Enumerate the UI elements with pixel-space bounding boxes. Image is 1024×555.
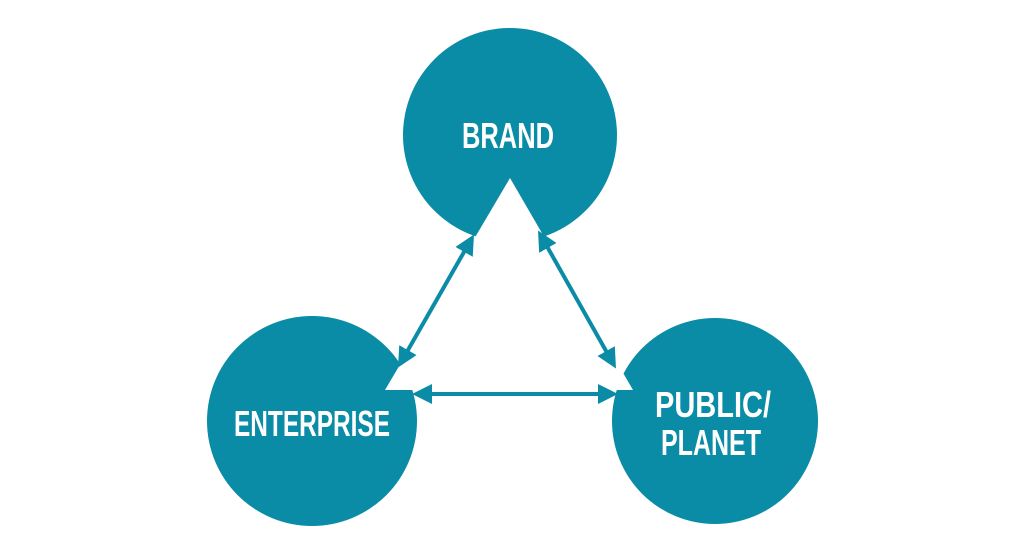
brand-node [403,28,617,242]
enterprise-node [207,316,417,526]
arrow-brand-public [538,230,616,369]
enterprise-label: ENTERPRISE [234,403,390,444]
arrow-brand-enterprise [398,234,474,368]
brand-label: BRAND [462,115,554,156]
public-label-line2: PLANET [661,422,761,463]
center-triangle [385,178,633,390]
public-planet-node [612,318,818,524]
public-label-line1: PUBLIC/ [655,384,771,425]
